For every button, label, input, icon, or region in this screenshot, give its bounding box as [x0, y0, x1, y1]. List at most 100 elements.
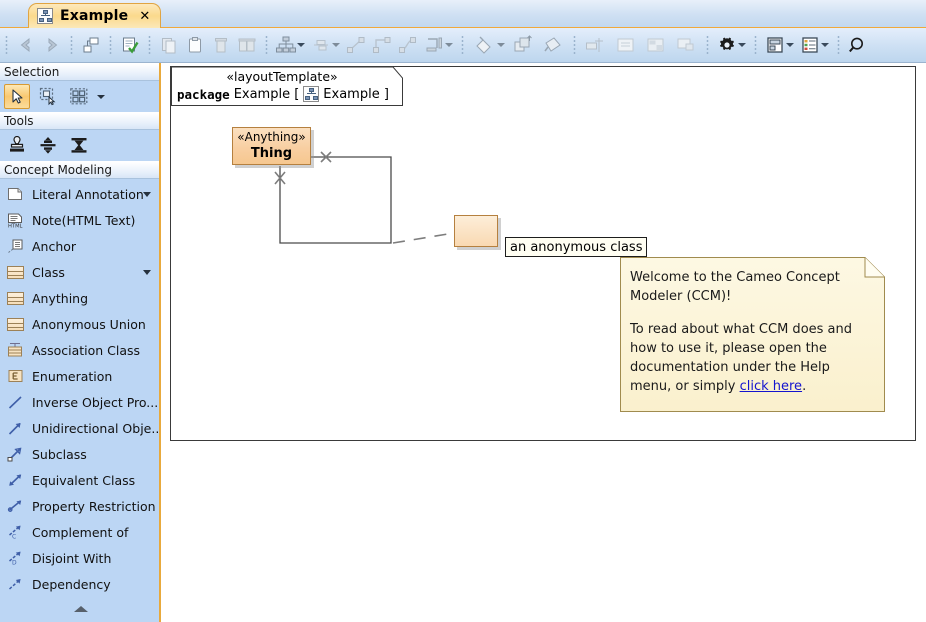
palette-item-association-class[interactable]: Association Class: [0, 337, 159, 363]
diagram-icon: [37, 8, 53, 24]
gear-icon[interactable]: [714, 32, 740, 58]
class-icon: [6, 264, 24, 280]
palette-item-anchor[interactable]: Anchor: [0, 233, 159, 259]
tab-label: Example: [60, 8, 128, 24]
html-note-icon: HTML: [6, 212, 24, 228]
palette-item-label: Anchor: [32, 239, 76, 254]
palette-item-complement-of[interactable]: C Complement of: [0, 519, 159, 545]
bring-front-icon[interactable]: [508, 32, 538, 58]
note-paragraph-2: To read about what CCM does and how to u…: [630, 320, 875, 396]
toolbar-grip[interactable]: [68, 34, 75, 56]
paint-bucket-icon[interactable]: [538, 32, 568, 58]
palette-item-label: Equivalent Class: [32, 473, 135, 488]
close-icon[interactable]: ✕: [139, 9, 150, 24]
fit-shape-icon[interactable]: [581, 32, 611, 58]
same-size-icon[interactable]: [671, 32, 701, 58]
toolbar-group-search: [832, 30, 871, 61]
note-spacer: [630, 306, 875, 320]
palette-item-note-html-text[interactable]: HTML Note(HTML Text): [0, 207, 159, 233]
enumeration-icon: [6, 368, 24, 384]
toolbar-grip[interactable]: [459, 34, 466, 56]
palette-item-unidirectional-object-property[interactable]: Unidirectional Obje...: [0, 415, 159, 441]
toolbar-grip[interactable]: [146, 34, 153, 56]
section-header-selection: Selection: [0, 63, 159, 81]
hierarchy-icon[interactable]: [273, 32, 299, 58]
palette-item-disjoint-with[interactable]: D Disjoint With: [0, 545, 159, 571]
panes-icon[interactable]: [762, 32, 788, 58]
line-rectilinear-icon[interactable]: [369, 32, 395, 58]
diagram-canvas[interactable]: «layoutTemplate» package Example [ Examp…: [161, 63, 926, 622]
forward-button[interactable]: [39, 32, 65, 58]
delete-all-button[interactable]: [234, 32, 260, 58]
marquee-select-tool[interactable]: [35, 84, 61, 109]
palette-item-literal-annotation[interactable]: Literal Annotation: [0, 181, 159, 207]
chevron-down-icon[interactable]: [143, 192, 151, 197]
align-icon[interactable]: [308, 32, 334, 58]
palette-item-label: Unidirectional Obje...: [32, 421, 161, 436]
class-node-thing[interactable]: «Anything» Thing: [232, 127, 311, 165]
toolbar-group-styles: [456, 30, 568, 61]
class-icon: [6, 316, 24, 332]
palette-item-label: Enumeration: [32, 369, 112, 384]
tools-row: [0, 130, 159, 161]
delete-button[interactable]: [208, 32, 234, 58]
palette-item-subclass[interactable]: Subclass: [0, 441, 159, 467]
toolbar-group-view: [749, 30, 832, 61]
stamp-tool[interactable]: [4, 133, 30, 158]
palette-item-label: Class: [32, 265, 65, 280]
toolbar-grip[interactable]: [704, 34, 711, 56]
palette-item-class[interactable]: Class: [0, 259, 159, 285]
line-tree-icon[interactable]: [421, 32, 447, 58]
align-center-tool[interactable]: [35, 133, 61, 158]
note-link[interactable]: click here: [740, 379, 802, 394]
selection-dropdown-caret[interactable]: [97, 95, 105, 99]
palette-item-anything[interactable]: Anything: [0, 285, 159, 311]
copy-button[interactable]: [156, 32, 182, 58]
paint-fill-icon[interactable]: [469, 32, 499, 58]
welcome-note[interactable]: Welcome to the Cameo Concept Modeler (CC…: [620, 257, 885, 412]
palette-item-equivalent-class[interactable]: Equivalent Class: [0, 467, 159, 493]
anonymous-class-label[interactable]: an anonymous class: [505, 237, 647, 257]
toolbar-group-options: [701, 30, 749, 61]
toolbar-group-structure: [65, 30, 104, 61]
palette-item-property-restriction[interactable]: Property Restriction: [0, 493, 159, 519]
palette-item-enumeration[interactable]: Enumeration: [0, 363, 159, 389]
palette-item-label: Note(HTML Text): [32, 213, 135, 228]
list-icon[interactable]: [797, 32, 823, 58]
select-pointer-tool[interactable]: [4, 84, 30, 109]
same-width-icon[interactable]: [611, 32, 641, 58]
toolbar-grip[interactable]: [752, 34, 759, 56]
palette-collapse-button[interactable]: [0, 604, 161, 614]
validate-button[interactable]: [117, 32, 143, 58]
distribute-tool[interactable]: [66, 133, 92, 158]
anchor-note-icon: [6, 238, 24, 254]
toolbar-grip[interactable]: [107, 34, 114, 56]
toolbar-grip[interactable]: [3, 34, 10, 56]
line-bezier-icon[interactable]: [395, 32, 421, 58]
palette-item-anonymous-union[interactable]: Anonymous Union: [0, 311, 159, 337]
toolbar-grip[interactable]: [263, 34, 270, 56]
palette-item-dependency[interactable]: Dependency: [0, 571, 159, 597]
toolbar-grip[interactable]: [571, 34, 578, 56]
arrow-line-icon: [6, 420, 24, 436]
back-button[interactable]: [13, 32, 39, 58]
palette-item-label: Anonymous Union: [32, 317, 146, 332]
chevron-down-icon[interactable]: [143, 270, 151, 275]
line-oblique-icon[interactable]: [343, 32, 369, 58]
anonymous-class-node[interactable]: [454, 215, 498, 247]
multi-select-tool[interactable]: [66, 84, 92, 109]
magnifier-icon[interactable]: [845, 32, 871, 58]
tab-bar: Example ✕: [0, 0, 926, 28]
toolbar-grip[interactable]: [835, 34, 842, 56]
selection-tool-row: [0, 81, 159, 112]
toolbar-group-navigation: [0, 30, 65, 61]
dependency-arrow-icon: [6, 576, 24, 592]
disjoint-arrow-icon: D: [6, 550, 24, 566]
tab-example[interactable]: Example ✕: [28, 3, 161, 28]
containment-tree-button[interactable]: [78, 32, 104, 58]
toolbar-group-size: [568, 30, 701, 61]
paste-button[interactable]: [182, 32, 208, 58]
palette-item-inverse-object-property[interactable]: Inverse Object Pro...: [0, 389, 159, 415]
same-height-icon[interactable]: [641, 32, 671, 58]
